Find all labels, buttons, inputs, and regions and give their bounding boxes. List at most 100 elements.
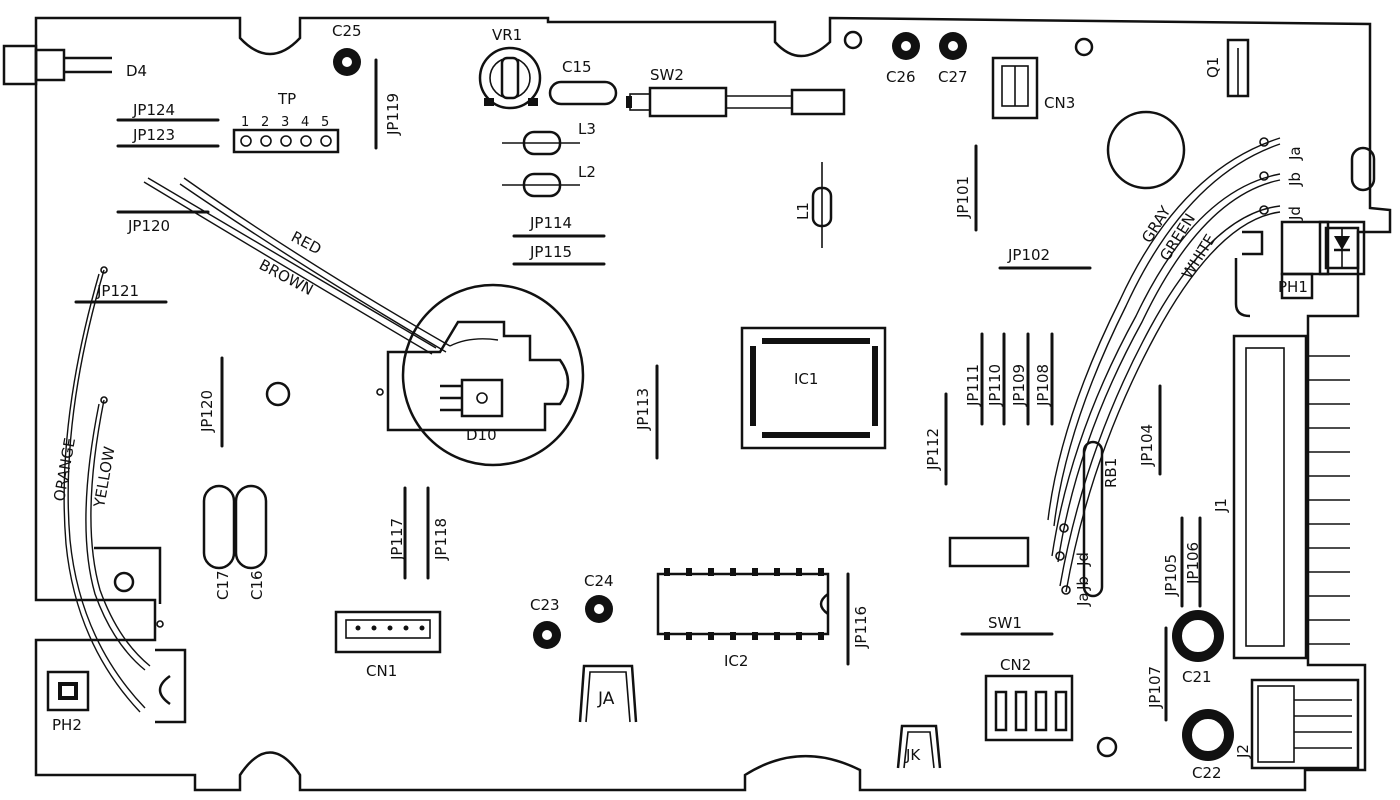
vr1-label: VR1 xyxy=(492,26,522,44)
l2-inductor xyxy=(522,172,562,198)
mounting-hole xyxy=(1096,736,1118,758)
red-label: RED xyxy=(288,228,324,259)
cn3-connector xyxy=(991,56,1039,120)
tp-pin-4: 4 xyxy=(301,115,309,130)
rb1-resistor-bank xyxy=(1082,440,1104,598)
brown-label: BROWN xyxy=(256,256,316,299)
green-wire xyxy=(1051,173,1281,557)
l1-inductor xyxy=(811,186,833,228)
jp124-label: JP124 xyxy=(132,101,175,119)
board-rect xyxy=(948,536,1030,568)
jp115-label: JP115 xyxy=(529,243,572,261)
ph1-label: PH1 xyxy=(1278,278,1308,296)
jp117-label: JP117 xyxy=(388,518,406,561)
gray-wire xyxy=(1047,137,1281,521)
c25-label: C25 xyxy=(332,22,362,40)
c17-capacitor xyxy=(202,484,236,570)
ph2-label: PH2 xyxy=(52,716,82,734)
j1-label: J1 xyxy=(1212,498,1230,513)
ic1-label: IC1 xyxy=(794,370,818,388)
c17-label: C17 xyxy=(214,570,232,600)
cn2-connector xyxy=(984,674,1074,742)
jp112-label: JP112 xyxy=(924,428,942,471)
yellow-wire xyxy=(90,399,151,667)
jp123-label: JP123 xyxy=(132,126,175,144)
d10-label: D10 xyxy=(466,426,497,444)
c22-label: C22 xyxy=(1192,764,1222,782)
board-outline xyxy=(34,16,1392,792)
jk-label: JK xyxy=(905,746,921,764)
c16-label: C16 xyxy=(248,570,266,600)
j2-label: J2 xyxy=(1234,744,1252,759)
c23-label: C23 xyxy=(530,596,560,614)
c15-label: C15 xyxy=(562,58,592,76)
l2-label: L2 xyxy=(578,163,596,181)
tp-pin-1: 1 xyxy=(241,115,249,130)
mounting-hole xyxy=(265,381,291,407)
jp111-label: JP111 xyxy=(964,364,982,407)
c16-capacitor xyxy=(234,484,268,570)
c26-label: C26 xyxy=(886,68,916,86)
jd-bot-label: Jd xyxy=(1074,552,1092,567)
jp108-label: JP108 xyxy=(1034,364,1052,407)
mounting-hole xyxy=(843,30,863,50)
jp113-label: JP113 xyxy=(634,388,652,431)
left-bracket xyxy=(94,546,162,604)
jp119-label: JP119 xyxy=(384,93,402,136)
jp118-label: JP118 xyxy=(432,518,450,561)
d4-diode xyxy=(2,44,38,86)
l3-inductor xyxy=(522,130,562,156)
jp102-label: JP102 xyxy=(1007,246,1050,264)
tp-label: TP xyxy=(277,90,296,108)
d10-mount-disc xyxy=(401,283,585,467)
l1-label: L1 xyxy=(794,202,812,220)
cn1-label: CN1 xyxy=(366,662,397,680)
l3-label: L3 xyxy=(578,120,596,138)
ph1-area xyxy=(1242,230,1264,256)
tp-header xyxy=(232,128,340,154)
tp-pin-2: 2 xyxy=(261,115,269,130)
sw2-switch xyxy=(648,86,728,118)
sw2-label: SW2 xyxy=(650,66,684,84)
ic2-chip xyxy=(656,572,830,636)
cn1-connector xyxy=(334,610,442,654)
ic2-label: IC2 xyxy=(724,652,748,670)
ja-bot-label: Ja xyxy=(1074,592,1092,607)
rb1-label: RB1 xyxy=(1102,458,1120,488)
ja-label: JA xyxy=(597,689,615,709)
ja-top-label: Ja xyxy=(1286,146,1304,161)
jp106-label: JP106 xyxy=(1184,542,1202,585)
cn2-label: CN2 xyxy=(1000,656,1031,674)
white-wire xyxy=(1059,205,1281,587)
tp-pin-3: 3 xyxy=(281,115,289,130)
cn3-label: CN3 xyxy=(1044,94,1075,112)
orange-label: ORANGE xyxy=(50,436,79,502)
jb-top-label: Jb xyxy=(1286,172,1304,187)
mounting-hole xyxy=(1074,37,1094,57)
c15-capacitor xyxy=(548,80,618,106)
ja-jumper xyxy=(578,664,638,723)
tp-pin-5: 5 xyxy=(321,115,329,130)
c21-label: C21 xyxy=(1182,668,1212,686)
c24-label: C24 xyxy=(584,572,614,590)
orange-wire xyxy=(67,269,146,709)
jp104-label: JP104 xyxy=(1138,424,1156,467)
jp114-label: JP114 xyxy=(529,214,572,232)
ic1-chip xyxy=(740,326,887,450)
jp116-label: JP116 xyxy=(852,606,870,649)
jp107-label: JP107 xyxy=(1146,666,1164,709)
mounting-hole xyxy=(1106,110,1186,190)
red-wire xyxy=(183,177,451,347)
jp110-label: JP110 xyxy=(986,364,1004,407)
sw1-label: SW1 xyxy=(988,614,1022,632)
q1-label: Q1 xyxy=(1204,57,1222,78)
jp120-left-label: JP120 xyxy=(198,390,216,433)
vr1-potentiometer xyxy=(478,46,542,110)
jp120-top-label: JP120 xyxy=(127,217,170,235)
jb-bot-label: Jb xyxy=(1074,576,1092,591)
jp101-label: JP101 xyxy=(954,176,972,219)
d10-component xyxy=(460,378,504,418)
j2-connector xyxy=(1250,678,1360,770)
c27-label: C27 xyxy=(938,68,968,86)
